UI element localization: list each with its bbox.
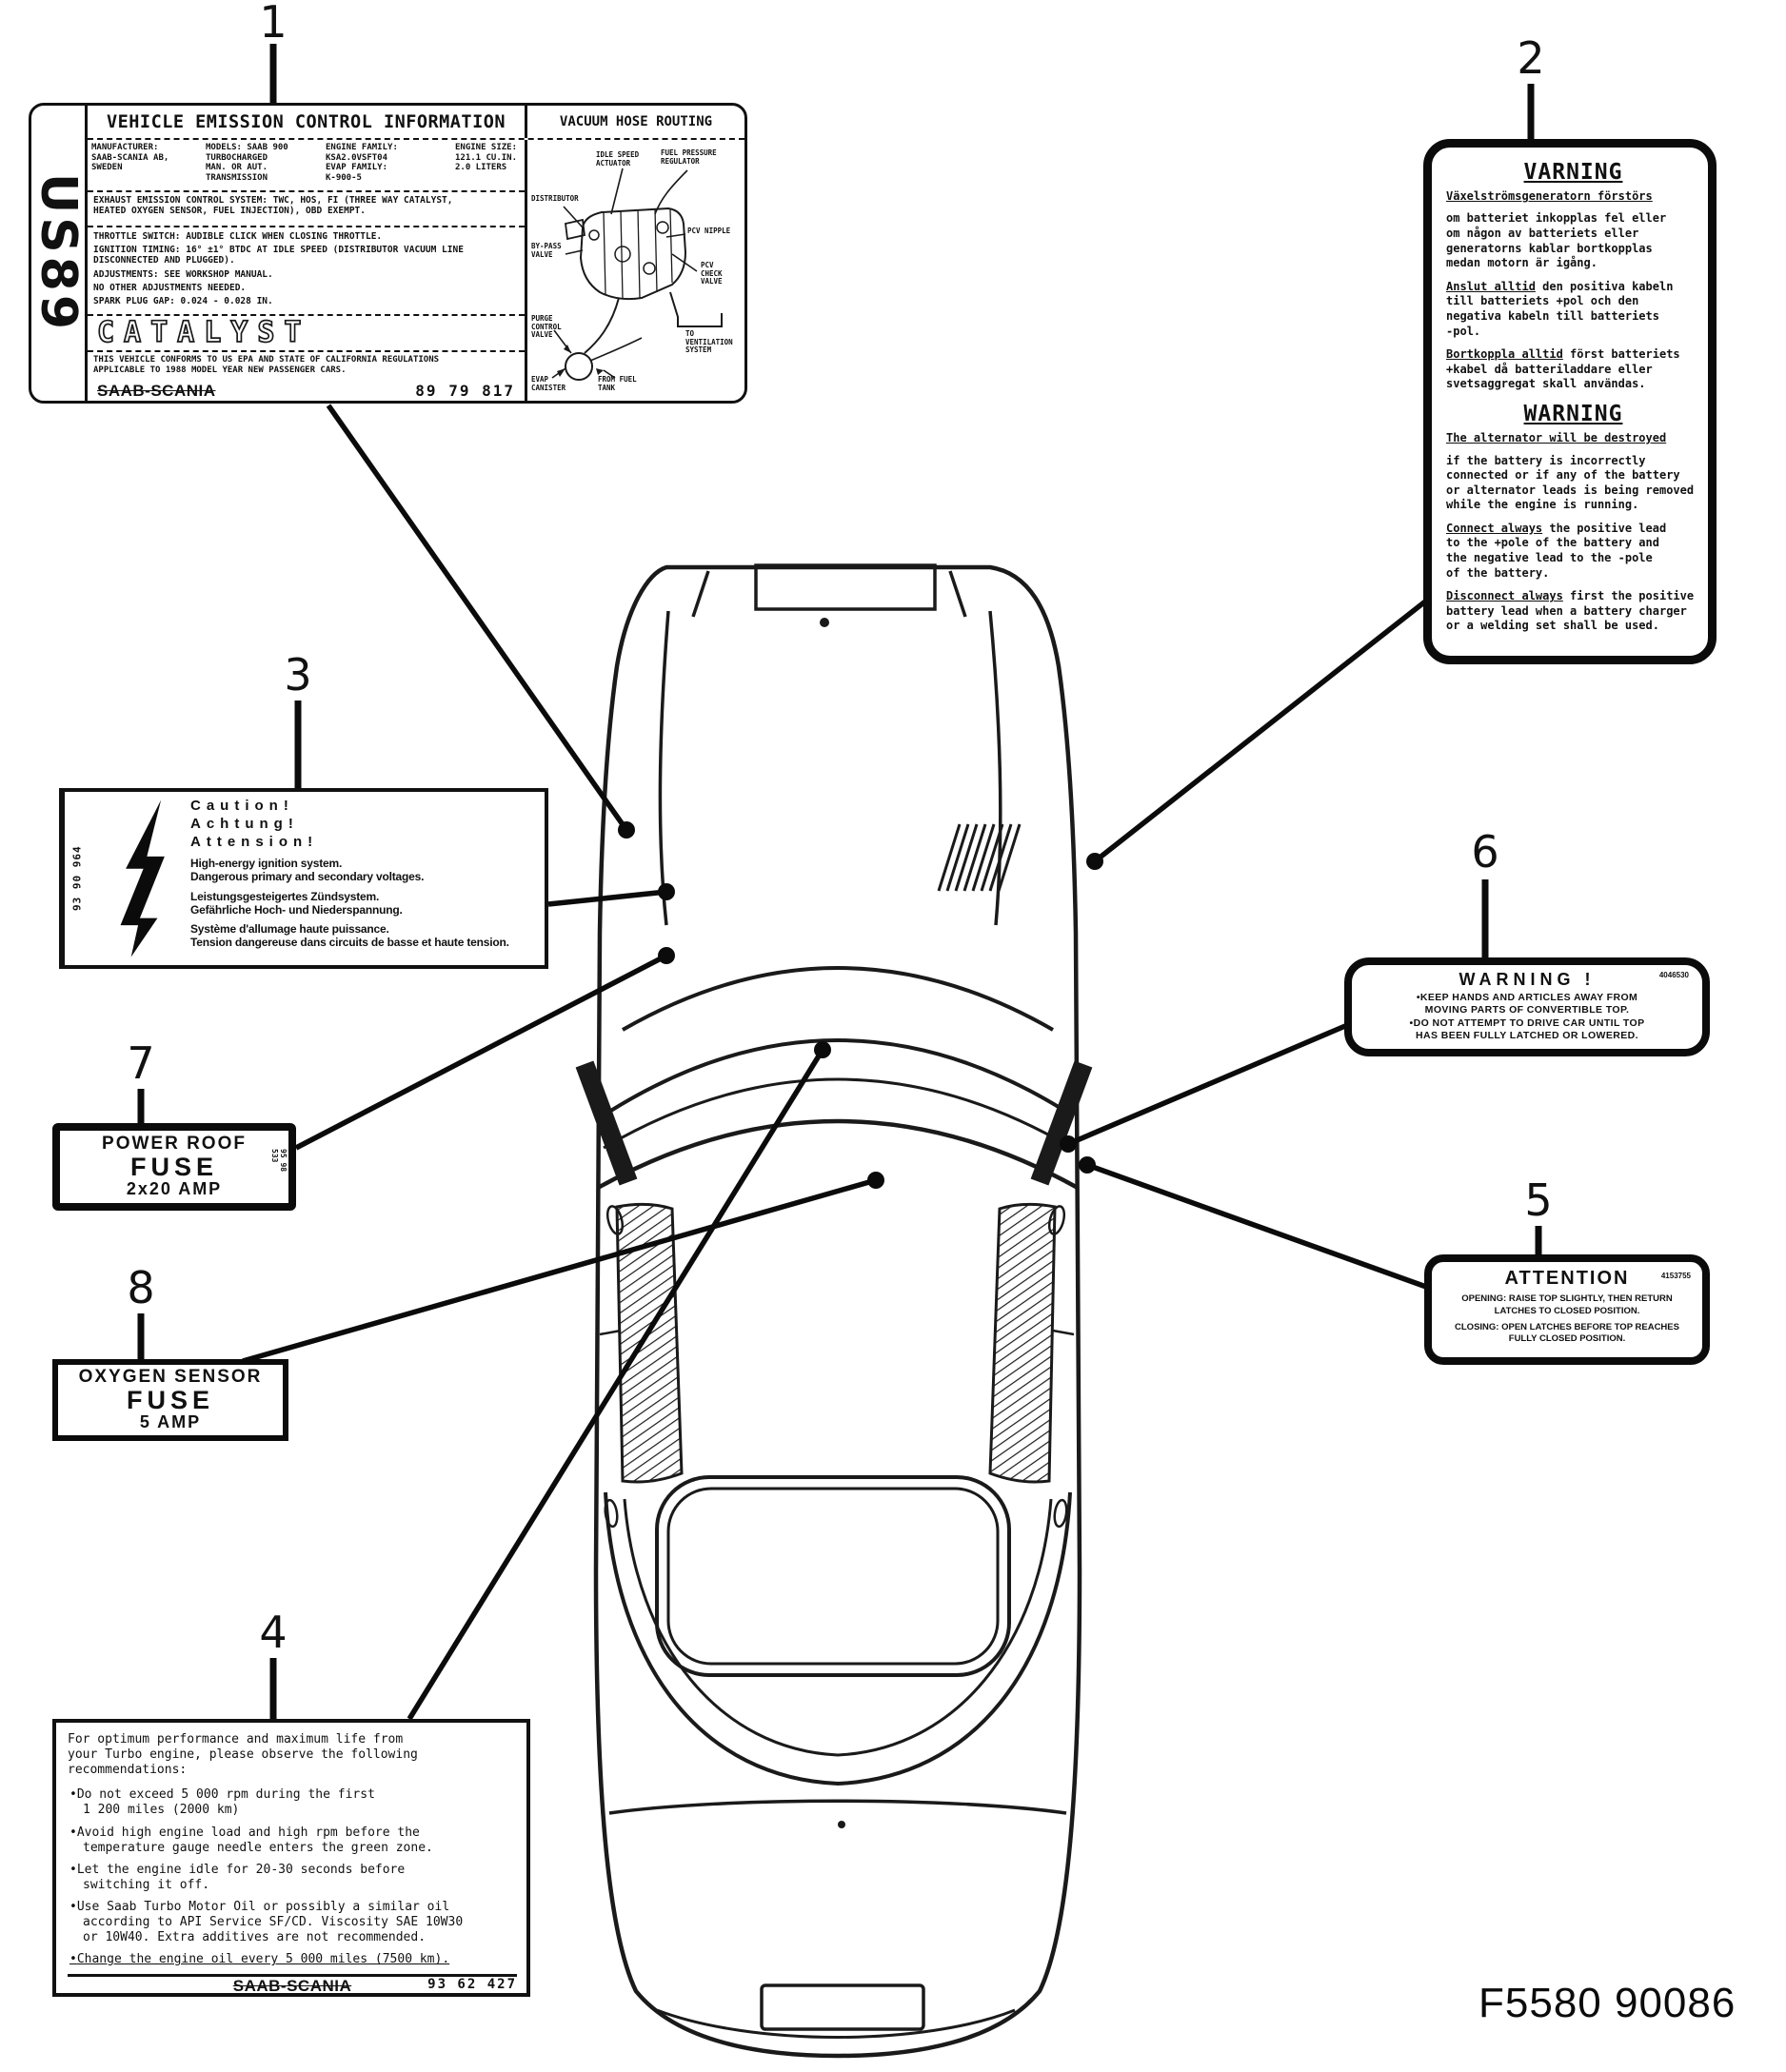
callout-1: 1 xyxy=(259,0,288,48)
caution-heading-en: Caution! xyxy=(190,798,294,814)
veci-exhaust-system: EXHAUST EMISSION CONTROL SYSTEM: TWC, HO… xyxy=(88,192,525,227)
veci-throttle-spec: THROTTLE SWITCH: AUDIBLE CLICK WHEN CLOS… xyxy=(93,230,383,242)
latch-attention-label: ATTENTION 4153755 OPENING: RAISE TOP SLI… xyxy=(1424,1254,1710,1365)
veci-ignition-spec: IGNITION TIMING: 16° ±1° BTDC AT IDLE SP… xyxy=(93,244,464,266)
fuse-label-part-number: 95 98 533 xyxy=(270,1149,288,1173)
turbo-intro: For optimum performance and maximum life… xyxy=(68,1732,418,1778)
lightning-bolt-icon xyxy=(120,799,165,957)
turbo-bullet: Let the engine idle for 20-30 seconds be… xyxy=(69,1863,517,1893)
vacuum-bypass-valve: BY-PASS VALVE xyxy=(531,242,562,259)
fuse-label-line1: OXYGEN SENSOR xyxy=(78,1366,263,1387)
vacuum-from-fuel-tank: FROM FUEL TANK xyxy=(598,375,637,392)
veci-part-number: 89 79 817 xyxy=(415,382,515,401)
top-warning-bullet: DO NOT ATTEMPT TO DRIVE CAR UNTIL TOP HA… xyxy=(1361,1017,1693,1041)
callout-6: 6 xyxy=(1471,826,1499,878)
attention-part-number: 4153755 xyxy=(1660,1272,1691,1280)
warning-heading-english: WARNING xyxy=(1523,402,1623,427)
warning-paragraph: Anslut alltid den positiva kabeln till b… xyxy=(1446,279,1674,338)
warning-heading-swedish: VARNING xyxy=(1523,160,1623,185)
veci-models: MODELS: SAAB 900 TURBOCHARGED MAN. OR AU… xyxy=(206,143,288,183)
oxygen-sensor-fuse-label: OXYGEN SENSOR FUSE 5 AMP xyxy=(52,1359,288,1441)
pointer-lines xyxy=(242,404,1427,1721)
vacuum-routing-title: VACUUM HOSE ROUTING xyxy=(525,106,744,138)
catalyst-text: CATALYST xyxy=(96,315,311,350)
attention-closing-text: CLOSING: OPEN LATCHES BEFORE TOP REACHES… xyxy=(1455,1321,1679,1345)
turbo-bullet: Use Saab Turbo Motor Oil or possibly a s… xyxy=(69,1900,517,1945)
callout-stems xyxy=(137,44,1542,1719)
top-warning-title: WARNING ! xyxy=(1459,970,1596,989)
caution-text-en: High-energy ignition system. Dangerous p… xyxy=(190,857,425,884)
fuse-label-line1: POWER ROOF xyxy=(102,1133,247,1154)
power-roof-fuse-label: POWER ROOF FUSE 2x20 AMP 95 98 533 xyxy=(52,1123,296,1211)
callout-4: 4 xyxy=(259,1607,288,1658)
fuse-label-line3: 5 AMP xyxy=(139,1412,202,1432)
vacuum-idle-speed-actuator: IDLE SPEED ACTUATOR xyxy=(596,150,640,168)
vacuum-pcv-nipple: PCV NIPPLE xyxy=(687,227,731,235)
veci-engine-family: ENGINE FAMILY: KSA2.0VSFT04 EVAP FAMILY:… xyxy=(326,143,398,183)
saab-scania-logo: SAAB-SCANIA xyxy=(232,1976,352,1995)
veci-manufacturer: MANUFACTURER: SAAB-SCANIA AB, SWEDEN xyxy=(91,143,169,173)
warning-paragraph: om batteriet inkopplas fel eller om någo… xyxy=(1446,211,1667,270)
convertible-top-warning-label: WARNING ! 4046530 KEEP HANDS AND ARTICLE… xyxy=(1344,957,1710,1056)
fuse-label-line3: 2x20 AMP xyxy=(126,1179,223,1199)
warning-subject-english: The alternator will be destroyed xyxy=(1446,430,1667,444)
warning-subject-swedish: Växelströmsgeneratorn förstörs xyxy=(1446,188,1653,203)
caution-text-de: Leistungsgesteigertes Zündsystem. Gefähr… xyxy=(190,889,403,917)
ignition-label-part-number: 93 90 964 xyxy=(63,792,89,965)
vehicle-emission-label: US89 VEHICLE EMISSION CONTROL INFORMATIO… xyxy=(29,103,747,404)
turbo-care-label: For optimum performance and maximum life… xyxy=(52,1719,530,1997)
ignition-caution-label: 93 90 964 Caution! Achtung! Attension! H… xyxy=(59,788,548,969)
vacuum-to-ventilation-system: TO VENTILATION SYSTEM xyxy=(685,329,733,355)
veci-conformity: THIS VEHICLE CONFORMS TO US EPA AND STAT… xyxy=(93,354,440,375)
battery-warning-label: VARNING Växelströmsgeneratorn förstörs o… xyxy=(1423,139,1717,664)
turbo-bullet: Avoid high engine load and high rpm befo… xyxy=(69,1825,517,1856)
warning-paragraph: Disconnect always first the positive bat… xyxy=(1446,589,1695,633)
caution-heading-de: Achtung! xyxy=(190,815,299,832)
veci-engine-size: ENGINE SIZE: 121.1 CU.IN. 2.0 LITERS xyxy=(455,143,518,173)
turbo-label-part-number: 93 62 427 xyxy=(427,1977,517,1993)
vacuum-fuel-pressure-regulator: FUEL PRESSURE REGULATOR xyxy=(661,148,717,166)
saab-scania-logo: SAAB-SCANIA xyxy=(97,381,216,400)
vacuum-purge-control-valve: PURGE CONTROL VALVE xyxy=(531,314,562,340)
fuse-label-line2: FUSE xyxy=(129,1152,218,1181)
callout-8: 8 xyxy=(127,1262,155,1313)
vacuum-hose-routing-panel: IDLE SPEED ACTUATOR FUEL PRESSURE REGULA… xyxy=(525,140,744,401)
callout-5: 5 xyxy=(1524,1174,1553,1226)
turbo-bullet-oil-change: Change the engine oil every 5 000 miles … xyxy=(69,1952,517,1967)
caution-text-fr: Système d'allumage haute puissance. Tens… xyxy=(190,922,509,950)
caution-heading-fr: Attension! xyxy=(190,833,319,850)
veci-market-code: US89 xyxy=(30,106,88,401)
turbo-bullet: Do not exceed 5 000 rpm during the first… xyxy=(69,1787,517,1818)
location-dots xyxy=(618,821,1103,1189)
figure-code: F5580 90086 xyxy=(1478,1980,1736,2026)
top-warning-part-number: 4046530 xyxy=(1658,971,1689,979)
vacuum-distributor: DISTRIBUTOR xyxy=(531,194,579,203)
veci-title: VEHICLE EMISSION CONTROL INFORMATION xyxy=(107,111,506,132)
callout-7: 7 xyxy=(127,1037,155,1089)
vacuum-pcv-check-valve: PCV CHECK VALVE xyxy=(701,261,723,286)
attention-opening-text: OPENING: RAISE TOP SLIGHTLY, THEN RETURN… xyxy=(1461,1293,1673,1316)
warning-paragraph: Bortkoppla alltid först batteriets +kabe… xyxy=(1446,347,1680,391)
veci-no-other-adjustments: NO OTHER ADJUSTMENTS NEEDED. xyxy=(93,283,247,294)
warning-paragraph: Connect always the positive lead to the … xyxy=(1446,521,1667,580)
vacuum-evap-canister: EVAP CANISTER xyxy=(531,375,566,392)
callout-3: 3 xyxy=(284,649,312,701)
veci-adjustments: ADJUSTMENTS: SEE WORKSHOP MANUAL. xyxy=(93,268,273,280)
fuse-label-line2: FUSE xyxy=(126,1385,214,1414)
top-warning-bullet: KEEP HANDS AND ARTICLES AWAY FROM MOVING… xyxy=(1361,992,1693,1016)
veci-spark-plug-gap: SPARK PLUG GAP: 0.024 - 0.028 IN. xyxy=(93,296,273,307)
callout-2: 2 xyxy=(1517,32,1545,84)
vacuum-hose-diagram xyxy=(551,168,723,381)
warning-paragraph: if the battery is incorrectly connected … xyxy=(1446,453,1695,512)
attention-title: ATTENTION xyxy=(1504,1268,1630,1289)
